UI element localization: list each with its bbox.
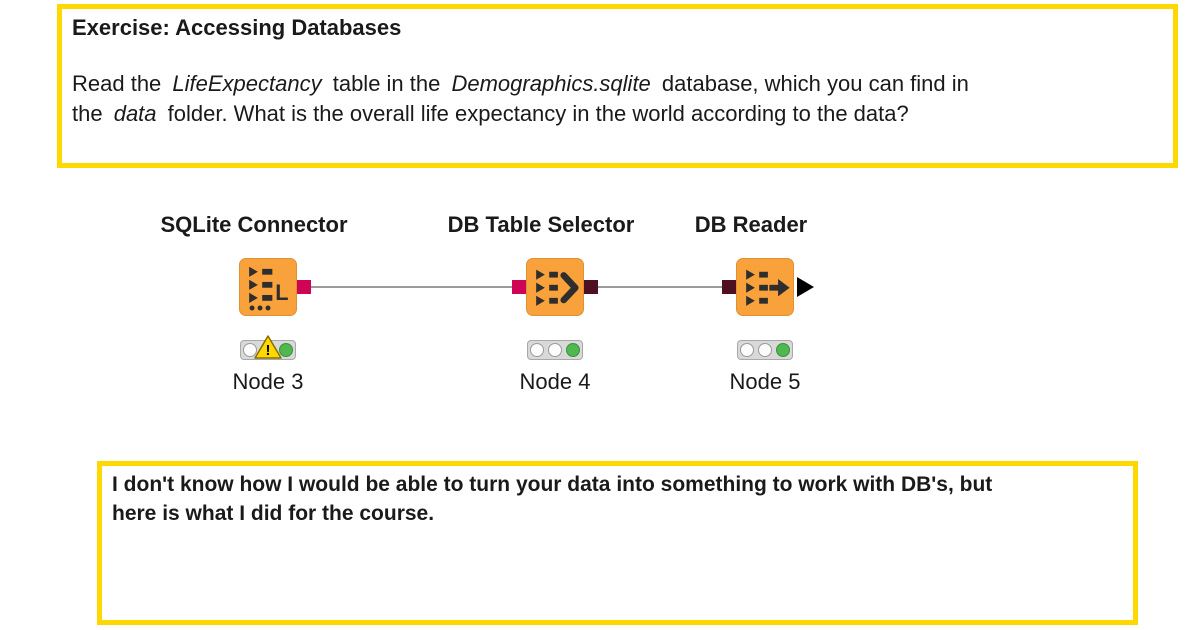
svg-text:!: ! — [266, 342, 271, 359]
db-reader-icon — [746, 269, 790, 306]
node-label: DB Reader — [694, 212, 808, 237]
node-label: SQLite Connector — [160, 212, 348, 237]
node-name: Node 5 — [729, 369, 801, 394]
svg-text:L: L — [275, 280, 288, 305]
body-text-italic: LifeExpectancy — [172, 70, 322, 96]
node-db-reader: DB Reader Node 5 — [685, 212, 845, 412]
node-icon-body[interactable] — [736, 258, 794, 316]
node-icon-body[interactable] — [526, 258, 584, 316]
connection-node4-node5[interactable] — [598, 286, 722, 288]
node-status-traffic-light — [527, 340, 583, 360]
status-dot-red — [740, 343, 754, 357]
db-data-input-port[interactable] — [722, 280, 736, 294]
status-dot-green — [776, 343, 790, 357]
exercise-body-line-2: the data folder. What is the overall lif… — [72, 99, 1163, 130]
note-annotation-box[interactable]: I don't know how I would be able to turn… — [97, 461, 1138, 625]
node-sqlite-connector: SQLite Connector L ! Node 3 — [160, 212, 348, 412]
body-text-italic: data — [113, 101, 157, 127]
note-body: I don't know how I would be able to turn… — [112, 470, 1123, 529]
body-text-italic: Demographics.sqlite — [451, 70, 651, 96]
status-dot-green — [566, 343, 580, 357]
exercise-title: Exercise: Accessing Databases — [72, 15, 402, 40]
node-name: Node 4 — [519, 369, 591, 394]
db-session-output-port[interactable] — [297, 280, 311, 294]
node-name: Node 3 — [232, 369, 304, 394]
note-line-2: here is what I did for the course. — [112, 502, 435, 526]
body-text: folder. What is the overall life expecta… — [161, 101, 909, 127]
exercise-body-line-1: Read the LifeExpectancy table in the Dem… — [72, 69, 1163, 100]
status-dot-green — [279, 343, 293, 357]
body-text: Read the — [72, 70, 168, 96]
sqlite-connector-icon: L — [249, 266, 289, 311]
db-table-selector-icon — [536, 269, 579, 306]
exercise-body: Read the LifeExpectancy table in the Dem… — [72, 69, 1163, 131]
node-status-traffic-light — [737, 340, 793, 360]
connection-node3-node4[interactable] — [311, 286, 512, 288]
node-label: DB Table Selector — [447, 212, 635, 237]
status-dot-red — [243, 343, 257, 357]
note-line-1: I don't know how I would be able to turn… — [112, 473, 993, 496]
node-status-traffic-light: ! — [240, 335, 296, 360]
db-session-input-port[interactable] — [512, 280, 526, 294]
body-text: the — [72, 101, 109, 127]
body-text: database, which you can find in — [655, 70, 969, 96]
body-text: table in the — [326, 70, 447, 96]
exercise-annotation-box[interactable]: Exercise: Accessing Databases Read the L… — [57, 4, 1178, 168]
data-table-output-port[interactable] — [797, 277, 814, 297]
node-icon-body[interactable]: L — [239, 258, 297, 316]
db-data-output-port[interactable] — [584, 280, 598, 294]
warning-icon: ! — [254, 335, 282, 359]
status-dot-yellow — [548, 343, 562, 357]
status-dot-yellow — [758, 343, 772, 357]
status-dot-red — [530, 343, 544, 357]
node-db-table-selector: DB Table Selector Node 4 — [448, 212, 635, 412]
